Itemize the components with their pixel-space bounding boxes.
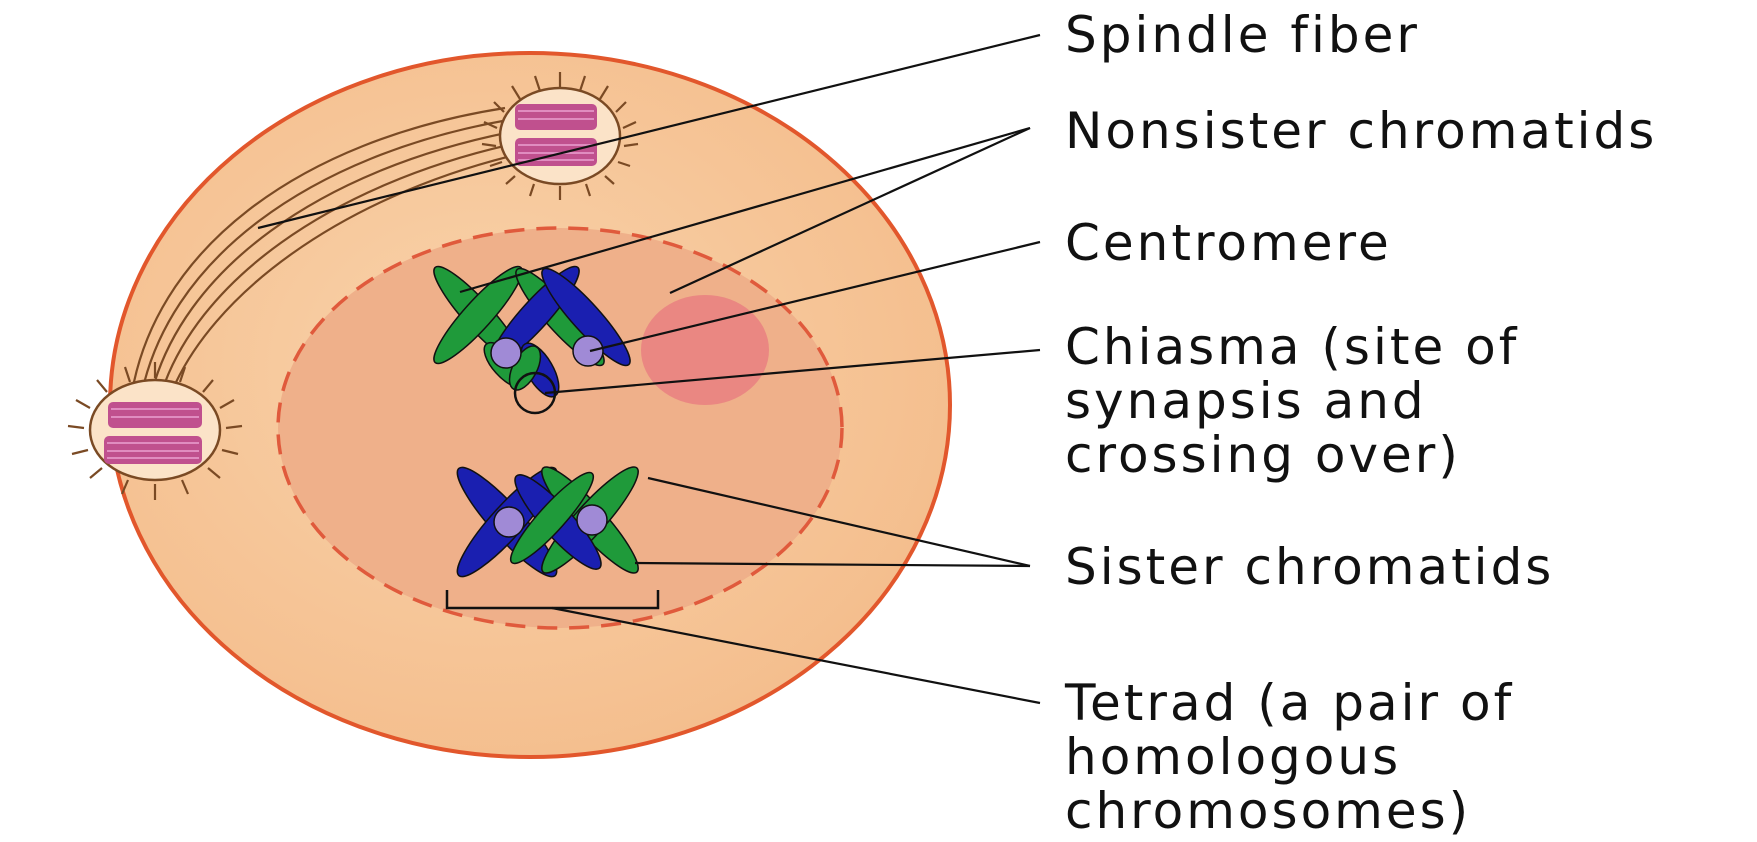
centromere-dot	[491, 338, 521, 368]
label-centromere: Centromere	[1065, 216, 1392, 270]
label-nonsister-chromatids: Nonsister chromatids	[1065, 104, 1657, 158]
centromere-dot	[494, 507, 524, 537]
label-chiasma: Chiasma (site of synapsis and crossing o…	[1065, 320, 1519, 482]
label-sister-chromatids: Sister chromatids	[1065, 540, 1554, 594]
centromere-dot	[577, 505, 607, 535]
label-spindle-fiber: Spindle fiber	[1065, 8, 1420, 62]
centromere-dot	[573, 336, 603, 366]
label-tetrad: Tetrad (a pair of homologous chromosomes…	[1065, 676, 1514, 838]
